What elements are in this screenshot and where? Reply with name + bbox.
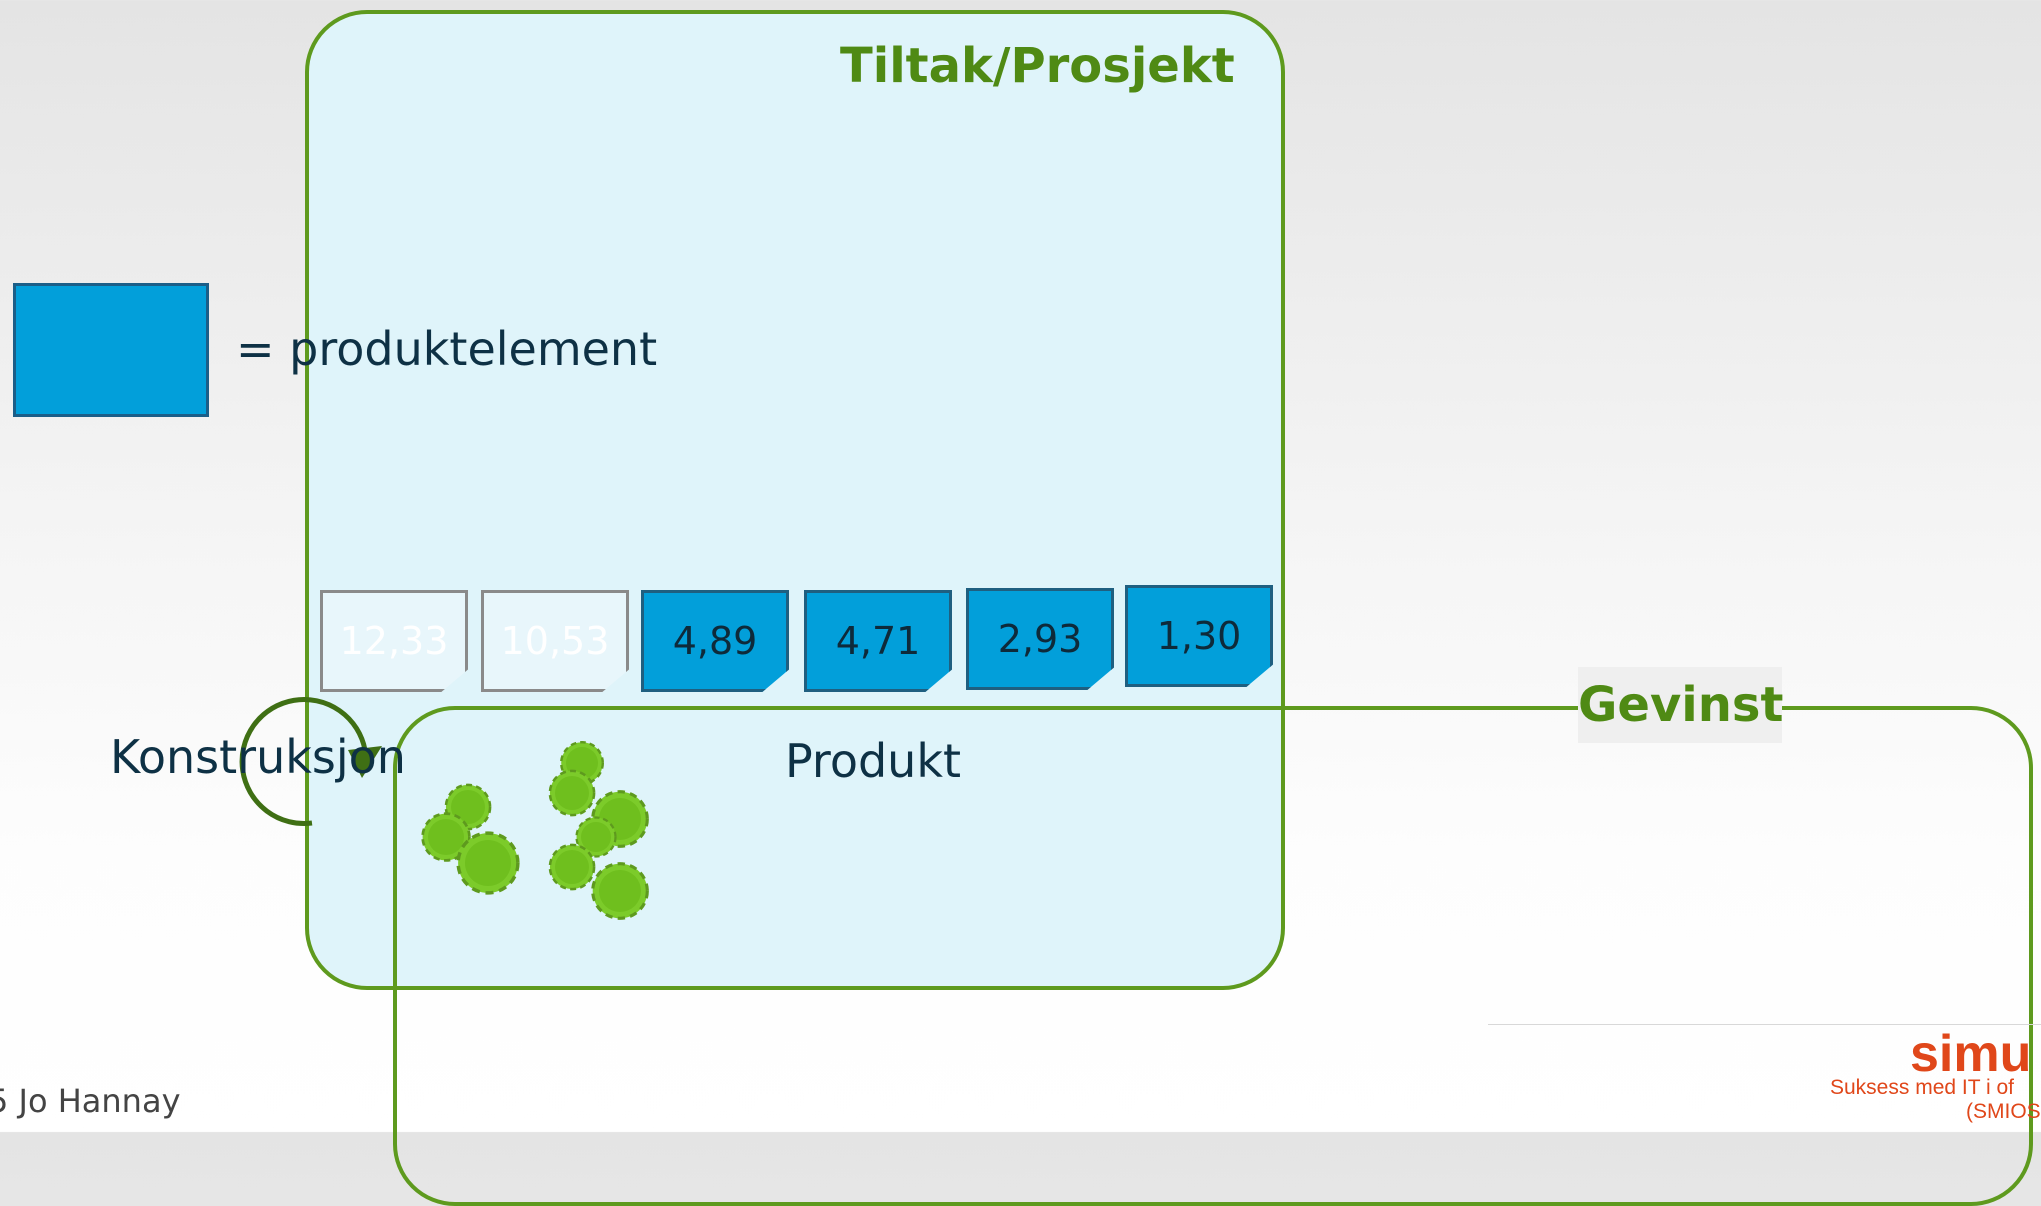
product-label: Produkt <box>785 734 962 788</box>
product-element-card: 2,93 <box>966 588 1114 690</box>
product-element-card: 4,71 <box>804 590 952 692</box>
product-element-card: 4,89 <box>641 590 789 692</box>
gear-icon <box>548 843 596 891</box>
logo-tagline-abbrev: (SMIOS <box>1966 1100 2041 1123</box>
legend-swatch <box>13 283 209 417</box>
gear-icon <box>456 831 520 895</box>
author-credit: 5 Jo Hannay <box>0 1082 181 1120</box>
cycle-arrow-icon <box>239 697 382 826</box>
benefit-label: Gevinst <box>1578 667 1783 743</box>
gear-icon <box>548 769 596 817</box>
construction-label: Konstruksjon <box>110 730 406 784</box>
gear-icon <box>591 862 649 920</box>
product-element-card: 1,30 <box>1125 585 1273 687</box>
product-element-card: 10,53 <box>481 590 629 692</box>
legend-label: = produktelement <box>236 322 658 376</box>
footer-divider <box>1488 1024 2041 1025</box>
logo: simu <box>1910 1025 2032 1083</box>
logo-tagline: Suksess med IT i of <box>1830 1076 2015 1099</box>
gear-cluster <box>421 741 649 920</box>
product-element-card: 12,33 <box>320 590 468 692</box>
project-title: Tiltak/Prosjekt <box>840 38 1235 94</box>
